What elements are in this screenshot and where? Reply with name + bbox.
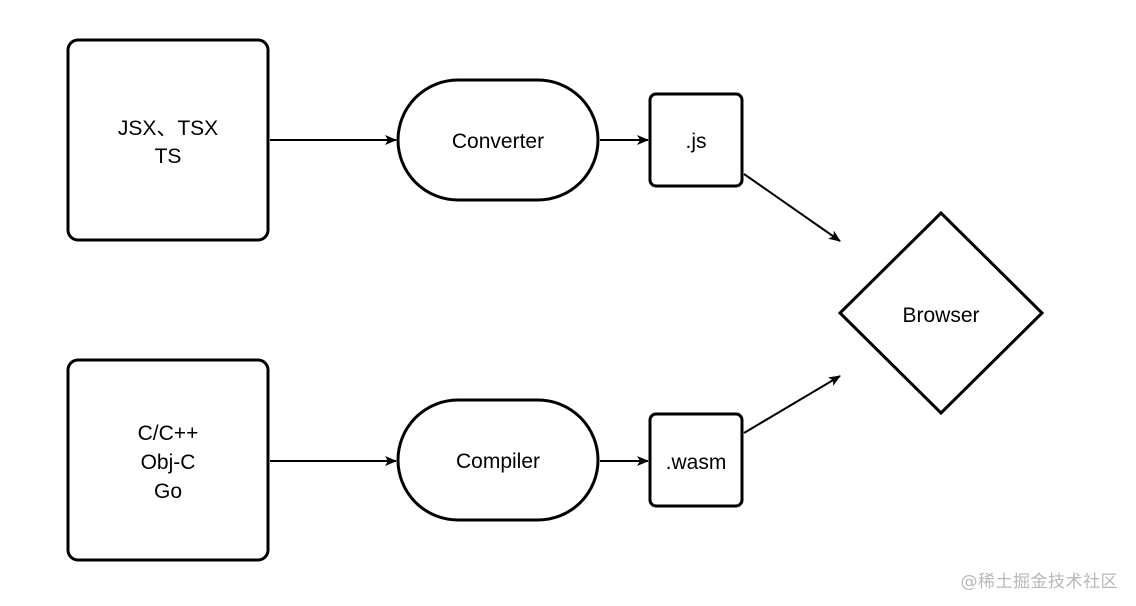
watermark: @稀土掘金技术社区 xyxy=(960,572,1118,592)
source-box-bottom: C/C++ Obj-C Go xyxy=(66,358,270,562)
compiler-node: Compiler xyxy=(396,398,600,522)
browser-label: Browser xyxy=(902,304,979,327)
source-bottom-line-3: Go xyxy=(154,480,182,503)
arrow-js-to-browser xyxy=(743,173,841,242)
converter-label: Converter xyxy=(452,130,544,153)
source-bottom-line-2: Obj-C xyxy=(141,451,196,474)
source-bottom-line-1: C/C++ xyxy=(138,422,199,445)
arrow-wasm-to-browser xyxy=(743,375,841,434)
browser-node: Browser xyxy=(837,210,1045,416)
wasm-output-label: .wasm xyxy=(666,451,727,474)
js-output-label: .js xyxy=(686,130,707,153)
source-box-top: JSX、TSX TS xyxy=(66,38,270,242)
compiler-label: Compiler xyxy=(456,450,540,473)
converter-node: Converter xyxy=(396,78,600,202)
source-top-line-1: JSX、TSX xyxy=(118,117,218,140)
source-top-line-2: TS xyxy=(155,145,182,168)
js-output-node: .js xyxy=(648,92,744,188)
wasm-output-node: .wasm xyxy=(648,412,744,508)
